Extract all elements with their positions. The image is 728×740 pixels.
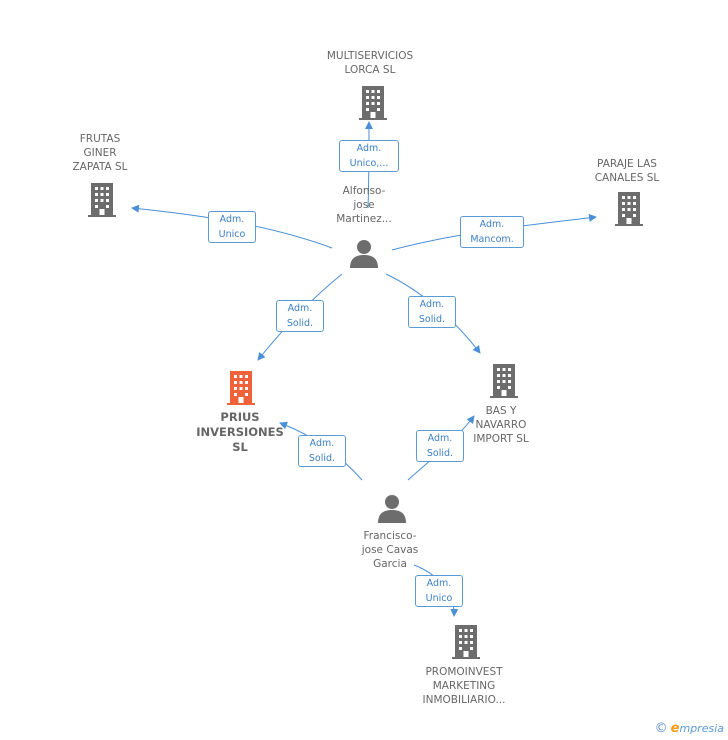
node-label-frutas[interactable]: FRUTAS GINER ZAPATA SL <box>50 132 150 174</box>
edge-label-alfonso-bas[interactable]: Adm. Solid. <box>408 296 456 328</box>
building-icon-main[interactable] <box>227 371 255 405</box>
person-icon[interactable] <box>349 238 379 268</box>
node-label-line: MULTISERVICIOS <box>326 50 414 62</box>
node-label-line: ZAPATA SL <box>72 161 128 173</box>
node-label-line: LORCA SL <box>344 64 396 76</box>
node-label-line: SL <box>232 440 248 454</box>
brand-name: mpresia <box>679 722 724 735</box>
edge-label-alfonso-paraje[interactable]: Adm. Mancom. <box>460 216 524 248</box>
edge-label-line: Unico,... <box>349 158 389 169</box>
node-label-promoinvest[interactable]: PROMOINVEST MARKETING INMOBILIARIO... <box>404 665 524 707</box>
node-label-line: Martinez... <box>336 213 392 225</box>
building-icon[interactable] <box>452 625 480 659</box>
footer-branding: © empresia <box>655 721 724 736</box>
building-icon[interactable] <box>88 183 116 217</box>
node-label-line: Alfonso- <box>342 185 386 197</box>
node-label-multiservicios[interactable]: MULTISERVICIOS LORCA SL <box>310 49 430 77</box>
brand-logo[interactable]: empresia <box>671 721 724 736</box>
edge-label-line: Adm. <box>287 303 313 314</box>
edge-label-line: Unico <box>218 229 246 240</box>
node-label-line: CANALES SL <box>594 172 660 184</box>
node-label-line: INVERSIONES <box>196 425 284 439</box>
brand-initial: e <box>670 721 680 736</box>
edge-label-alfonso-frutas[interactable]: Adm. Unico <box>208 211 256 243</box>
edge-label-line: Adm. <box>219 214 245 225</box>
node-label-line: Garcia <box>373 558 407 570</box>
node-label-line: PARAJE LAS <box>597 158 657 170</box>
edge-label-alfonso-multiservicios[interactable]: Adm. Unico,... <box>339 140 399 172</box>
edge-label-line: Adm. <box>427 433 453 444</box>
node-label-line: MARKETING <box>432 680 496 692</box>
node-label-alfonso[interactable]: Alfonso- jose Martinez... <box>314 184 414 226</box>
node-label-line: INMOBILIARIO... <box>422 694 506 706</box>
edge-label-alfonso-prius[interactable]: Adm. Solid. <box>276 300 324 332</box>
edge-label-francisco-promoinvest[interactable]: Adm. Unico <box>415 575 463 607</box>
node-label-bas[interactable]: BAS Y NAVARRO IMPORT SL <box>451 404 551 446</box>
node-label-line: GINER <box>83 147 117 159</box>
edge-label-line: Adm. <box>426 578 452 589</box>
edge-label-line: Adm. <box>356 143 382 154</box>
node-label-line: IMPORT SL <box>473 433 529 445</box>
node-label-line: NAVARRO <box>475 419 527 431</box>
node-label-line: BAS Y <box>485 405 517 417</box>
edge-label-line: Adm. <box>309 438 335 449</box>
node-label-francisco[interactable]: Francisco- jose Cavas Garcia <box>340 529 440 571</box>
edge-label-francisco-bas[interactable]: Adm. Solid. <box>416 430 464 462</box>
node-label-line: FRUTAS <box>79 133 121 145</box>
edge-label-line: Adm. <box>479 219 505 230</box>
building-icon[interactable] <box>359 86 387 120</box>
node-label-line: jose Cavas <box>361 544 419 556</box>
edge-label-francisco-prius[interactable]: Adm. Solid. <box>298 435 346 467</box>
building-icon[interactable] <box>615 192 643 226</box>
node-label-line: jose <box>353 199 375 211</box>
edge-label-line: Unico <box>425 593 453 604</box>
node-label-line: PROMOINVEST <box>425 666 503 678</box>
node-label-line: PRIUS <box>220 410 260 424</box>
node-label-prius[interactable]: PRIUS INVERSIONES SL <box>180 410 300 455</box>
edge-label-line: Solid. <box>418 314 446 325</box>
copyright-symbol: © <box>654 721 668 736</box>
edge-label-line: Solid. <box>308 453 336 464</box>
person-icon[interactable] <box>377 493 407 523</box>
building-icon[interactable] <box>490 364 518 398</box>
edge-label-line: Mancom. <box>470 234 514 245</box>
edge-label-line: Solid. <box>426 448 454 459</box>
node-label-line: Francisco- <box>363 530 417 542</box>
edge-label-line: Adm. <box>419 299 445 310</box>
node-label-paraje[interactable]: PARAJE LAS CANALES SL <box>577 157 677 185</box>
edge-label-line: Solid. <box>286 318 314 329</box>
